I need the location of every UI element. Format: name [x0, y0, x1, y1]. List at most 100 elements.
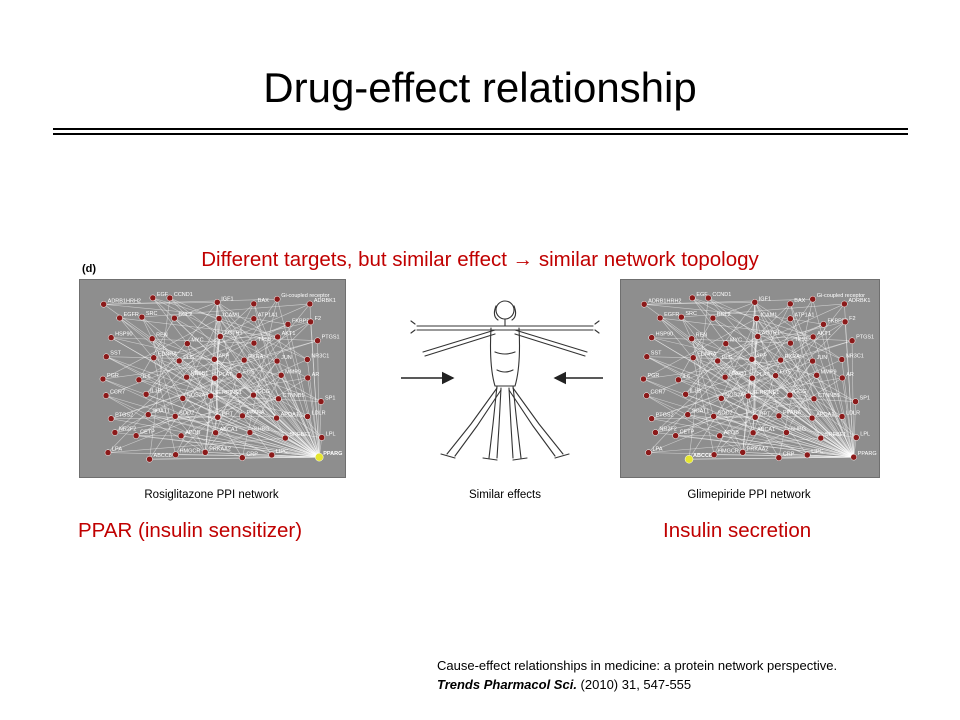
- network-edge: [646, 356, 752, 360]
- network-node-marker: [177, 432, 185, 440]
- network-edge: [149, 456, 320, 460]
- network-edge: [210, 375, 240, 397]
- network-node-marker: [754, 333, 762, 340]
- network-edge: [756, 318, 814, 338]
- network-edge: [713, 378, 753, 455]
- network-node-marker: [838, 413, 846, 420]
- network-node: PPARA: [239, 410, 265, 420]
- network-node-label: CTNNB1: [282, 393, 304, 399]
- network-node: FOS: [235, 370, 255, 379]
- network-edge: [106, 356, 251, 433]
- network-edge: [780, 359, 854, 458]
- network-edge: [651, 360, 813, 419]
- network-edge: [689, 456, 854, 460]
- network-node: PPARG: [850, 451, 877, 461]
- network-node-marker: [645, 449, 652, 456]
- network-edge: [149, 359, 215, 460]
- network-edge: [757, 336, 853, 342]
- network-edge: [790, 343, 813, 419]
- network-node: RXRA: [777, 354, 800, 364]
- network-node-label: IL6: [682, 374, 690, 380]
- network-node: AKT1: [809, 331, 831, 341]
- network-node-marker: [718, 395, 725, 402]
- network-edge: [685, 360, 718, 395]
- network-edge: [681, 303, 845, 318]
- network-node-marker: [304, 374, 312, 382]
- network-node-label: APOB: [724, 430, 740, 436]
- network-edge: [692, 297, 727, 344]
- network-node-label: REN: [696, 333, 708, 339]
- network-node-label: CETP: [140, 430, 155, 436]
- network-node: Gi-coupled receptor: [809, 293, 865, 303]
- network-edge: [111, 337, 282, 376]
- network-node-marker: [808, 414, 816, 422]
- network-edge: [713, 416, 743, 453]
- network-node-marker: [104, 449, 112, 456]
- network-node-marker: [107, 334, 115, 341]
- network-node-label: AR: [312, 372, 320, 378]
- network-edge: [186, 340, 318, 378]
- network-node: ADRBK1: [841, 298, 870, 308]
- network-node-marker: [841, 318, 849, 326]
- citation-source: Trends Pharmacol Sci. (2010) 31, 547-555: [437, 675, 837, 694]
- network-node: APOA1: [808, 412, 834, 422]
- network-node-label: LPL: [326, 432, 336, 438]
- network-node-marker: [282, 434, 289, 442]
- network-edge: [651, 418, 854, 458]
- network-node: GPT: [214, 411, 234, 421]
- network-node: BCL2: [709, 312, 731, 322]
- network-edge: [218, 318, 320, 458]
- network-node-label: ABCA1: [757, 427, 775, 433]
- network-node: CETP: [132, 430, 155, 439]
- network-node: PLAT: [211, 372, 233, 382]
- network-node-marker: [838, 356, 846, 363]
- network-edge: [790, 318, 824, 325]
- network-node-label: SERPINE1: [215, 390, 242, 396]
- network-node: F2: [307, 316, 321, 326]
- network-edge: [152, 297, 308, 379]
- network-node-marker: [284, 321, 292, 328]
- network-edge: [152, 297, 188, 344]
- network-edge: [651, 337, 791, 344]
- network-node-marker: [744, 392, 752, 400]
- network-edge: [708, 297, 842, 360]
- network-edge: [103, 298, 278, 305]
- network-node: NR0B1: [721, 371, 747, 381]
- network-node: APOA1: [273, 412, 299, 422]
- network-node: RXRA: [240, 354, 264, 364]
- network-node-label: GPT: [759, 411, 771, 417]
- network-node-label: PRKAA2: [209, 446, 231, 452]
- network-node-marker: [684, 411, 691, 418]
- network-node-marker: [111, 429, 119, 436]
- network-node-label: FOS: [780, 370, 792, 376]
- network-node-marker: [274, 333, 281, 341]
- network-edge: [215, 432, 272, 456]
- network-edge: [756, 318, 854, 458]
- network-node-marker: [138, 313, 146, 321]
- network-edge: [754, 417, 780, 458]
- network-node-marker: [214, 414, 221, 421]
- network-node-label: SHBG: [254, 427, 270, 433]
- network-edge: [175, 321, 311, 455]
- network-node-marker: [240, 356, 248, 364]
- network-node: BAX: [787, 298, 806, 308]
- network-node-label: EGFR: [664, 312, 679, 318]
- network-node-marker: [721, 373, 729, 381]
- network-node-label: LDLR: [846, 411, 860, 417]
- network-node-marker: [853, 434, 860, 441]
- network-edge: [174, 416, 206, 453]
- network-node: HMGCR: [710, 449, 739, 458]
- network-node-label: ADRB1HRH2: [108, 298, 141, 304]
- network-node: IL6: [135, 374, 151, 384]
- network-edge: [106, 356, 215, 360]
- network-node-marker: [648, 334, 655, 341]
- network-edge: [648, 336, 758, 453]
- network-node: NOS2A: [718, 392, 744, 402]
- network-edge: [678, 318, 714, 380]
- network-edge: [105, 395, 243, 458]
- network-node-label: JUN: [281, 355, 292, 361]
- network-node-marker: [848, 337, 856, 344]
- network-node-marker: [850, 453, 858, 461]
- network-node: CTNNB1: [275, 393, 305, 403]
